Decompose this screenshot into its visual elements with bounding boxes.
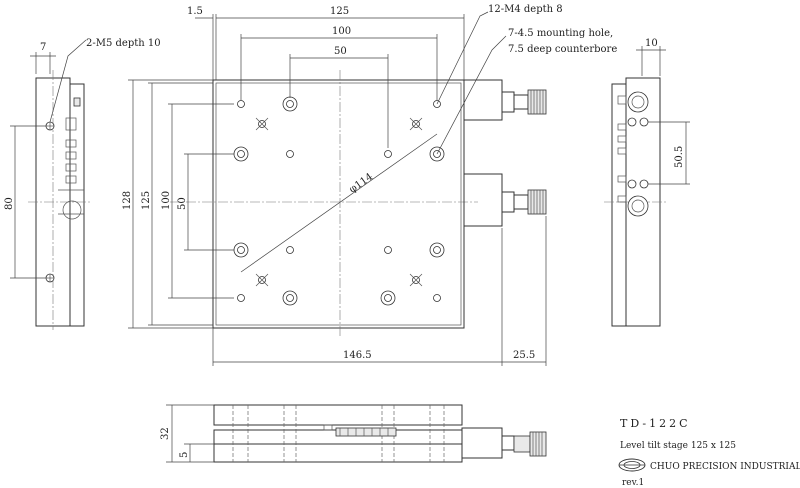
right-side-view: 10 50.5 — [604, 38, 690, 327]
note-mount-2: 7.5 deep counterbore — [508, 44, 617, 55]
dim-10: 10 — [645, 38, 658, 49]
note-mount-1: 7-4.5 mounting hole, — [508, 28, 613, 39]
dim-100-left: 100 — [161, 191, 172, 210]
dim-50-top: 50 — [334, 46, 347, 57]
dim-125-left: 125 — [141, 191, 152, 210]
front-view: 32 5 — [160, 404, 547, 463]
dim-25-5: 25.5 — [513, 350, 535, 361]
dim-146-5: 146.5 — [343, 350, 372, 361]
dim-80: 80 — [4, 197, 15, 210]
left-side-view: 7 2-M5 depth 10 80 — [4, 38, 161, 330]
revision: rev.1 — [622, 478, 644, 488]
company-logo — [618, 458, 646, 472]
dim-125-top: 125 — [330, 6, 349, 17]
product-description: Level tilt stage 125 x 125 — [620, 441, 736, 451]
model-number: TD-122C — [620, 417, 691, 430]
title-block: TD-122C Level tilt stage 125 x 125 CHUO … — [618, 417, 800, 488]
counterbore-holes — [233, 96, 445, 306]
note-m5: 2-M5 depth 10 — [86, 38, 161, 49]
dim-50-5: 50.5 — [674, 146, 685, 168]
dim-5: 5 — [179, 452, 190, 458]
company-name: CHUO PRECISION INDUSTRIAL CO.,LTD. — [650, 462, 800, 472]
note-m4: 12-M4 depth 8 — [488, 4, 563, 15]
top-view: 1.5 125 100 50 128 125 100 50 φ114 12-M4 — [122, 4, 617, 366]
dim-100-top: 100 — [332, 26, 351, 37]
dim-7: 7 — [40, 42, 46, 53]
dim-128: 128 — [122, 191, 133, 210]
dim-50-left: 50 — [177, 197, 188, 210]
dim-1-5: 1.5 — [187, 6, 203, 17]
m4-holes — [237, 100, 441, 302]
dim-diameter-114: φ114 — [347, 171, 375, 195]
dim-32: 32 — [160, 427, 171, 440]
